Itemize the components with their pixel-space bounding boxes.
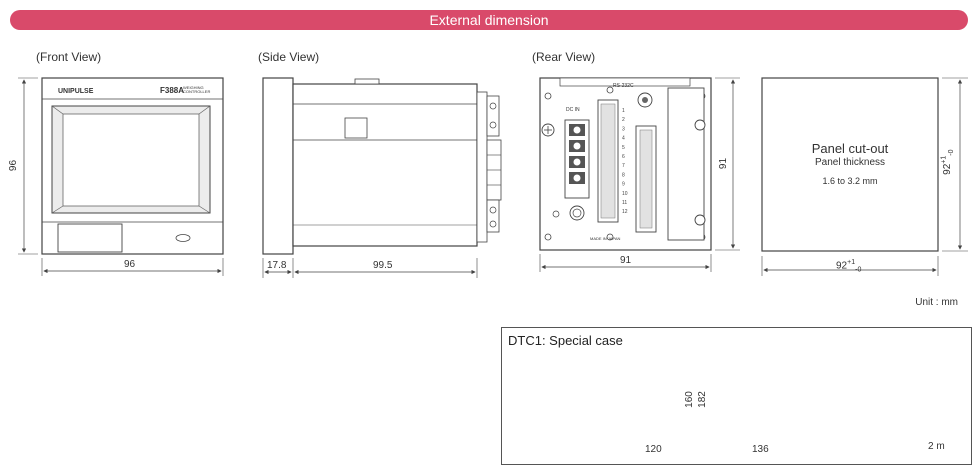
front-brand: UNIPULSE: [58, 88, 94, 95]
dtc1-height-inner-dim: 160: [683, 391, 695, 408]
front-view-label: (Front View): [36, 50, 102, 64]
dtc1-cable-dim: 2 m: [928, 441, 945, 452]
rear-terminal-number: 1: [622, 108, 625, 114]
panel-height-dim: 92+1-0: [941, 149, 955, 174]
rear-terminal-number: 2: [622, 117, 625, 123]
rear-made-in: MADE IN JAPAN: [590, 236, 621, 241]
panel-width-dim: 92+1-0: [836, 259, 861, 273]
rear-terminal-number: 4: [622, 136, 625, 142]
panel-cutout-subtitle: Panel thickness: [814, 157, 886, 168]
rear-terminal-number: 5: [622, 145, 625, 151]
front-height-dim: 96: [8, 159, 20, 172]
rear-view-label: (Rear View): [532, 50, 596, 64]
panel-cutout-range: 1.6 to 3.2 mm: [822, 176, 878, 186]
rear-terminal-number: 3: [622, 126, 625, 132]
rear-view-drawing: [539, 77, 740, 272]
rear-port-label: RS-232C: [613, 83, 634, 89]
panel-cutout-drawing: [761, 77, 968, 276]
rear-terminal-number: 12: [622, 209, 628, 215]
dtc1-box: [501, 327, 972, 465]
rear-width-dim: 91: [620, 255, 632, 266]
dtc1-title: DTC1: Special case: [508, 333, 623, 348]
option-slot: [667, 87, 705, 241]
header-title: External dimension: [429, 12, 549, 28]
panel-height-tol-plus: +1: [940, 155, 948, 164]
dtc1-width-dim: 120: [645, 444, 662, 455]
rear-terminal-number: 8: [622, 172, 625, 178]
front-model: F388A: [160, 86, 185, 95]
cutout-rect: [761, 77, 939, 252]
panel-width-value: 92: [836, 260, 848, 272]
rear-terminal-number: 7: [622, 163, 625, 169]
side-view-drawing: [262, 77, 502, 278]
dtc1-depth-dim: 136: [752, 444, 769, 455]
front-cover: [57, 223, 123, 253]
rear-dc-label: DC IN: [566, 107, 580, 113]
header-banner: External dimension: [10, 10, 968, 30]
rear-terminal-number: 11: [622, 200, 627, 206]
side-front-depth-dim: 17.8: [267, 260, 287, 271]
front-width-dim: 96: [124, 259, 136, 270]
rear-terminal-number: 10: [622, 191, 628, 197]
front-model-sub: WEIGHING CONTROLLER: [183, 85, 211, 94]
dtc1-height-outer-dim: 182: [696, 391, 708, 408]
side-front-bezel: [262, 77, 294, 255]
side-body: [292, 83, 478, 247]
side-view-label: (Side View): [258, 50, 320, 64]
panel-width-tol-minus: -0: [855, 266, 862, 274]
panel-height-tol-minus: -0: [947, 149, 955, 156]
front-view-drawing: [18, 77, 224, 276]
panel-height-value: 92: [941, 163, 953, 175]
unit-label: Unit : mm: [915, 297, 958, 308]
panel-cutout-title: Panel cut-out: [811, 141, 889, 156]
rear-terminal-number: 9: [622, 182, 625, 188]
panel-width-tol-plus: +1: [847, 259, 856, 266]
rear-height-dim: 91: [718, 157, 730, 170]
rear-terminal-number: 6: [622, 154, 625, 160]
side-body-depth-dim: 99.5: [373, 260, 393, 271]
front-led: [175, 234, 191, 242]
